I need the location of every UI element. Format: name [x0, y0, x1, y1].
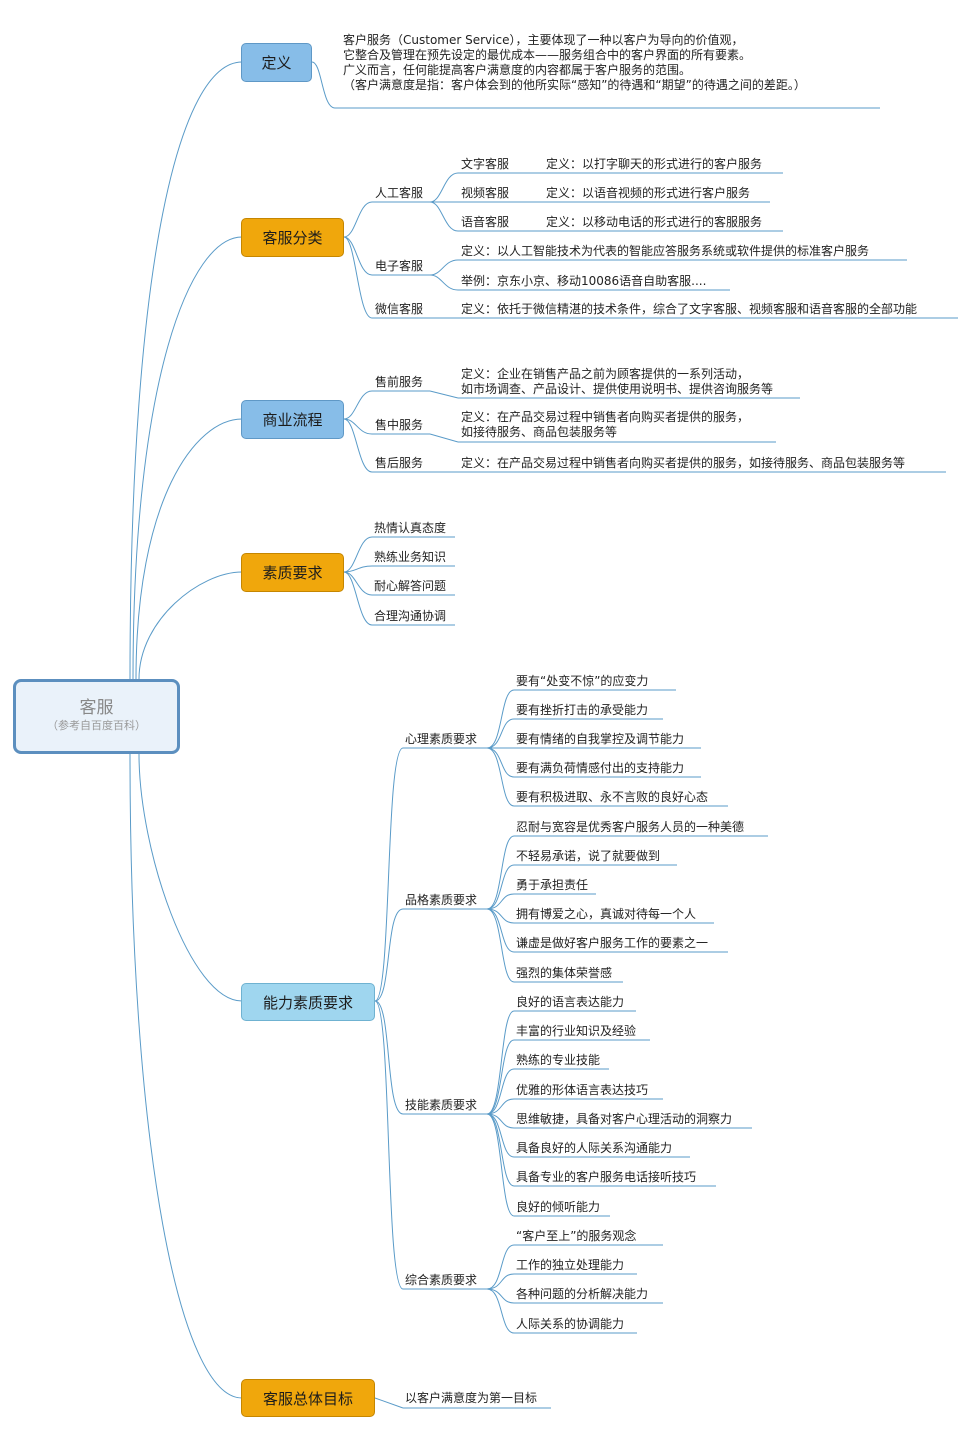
- character-item[interactable]: 忍耐与宽容是优秀客户服务人员的一种美德: [516, 820, 745, 834]
- voice-service-node[interactable]: 语音客服: [461, 215, 510, 229]
- skill-item[interactable]: 具备良好的人际关系沟通能力: [516, 1141, 673, 1155]
- definition-text: 客户服务（Customer Service），主要体现了一种以客户为导向的价值观…: [343, 33, 806, 93]
- manual-service-node[interactable]: 人工客服: [375, 186, 424, 200]
- text-service-definition: 定义：以打字聊天的形式进行的客户服务: [546, 157, 763, 171]
- topic-categories[interactable]: 客服分类: [241, 218, 344, 257]
- skill-node[interactable]: 技能素质要求: [405, 1098, 478, 1112]
- aftersale-node[interactable]: 售后服务: [375, 456, 424, 470]
- comprehensive-item[interactable]: “客户至上”的服务观念: [516, 1229, 637, 1243]
- wechat-service-definition: 定义：依托于微信精湛的技术条件，综合了文字客服、视频客服和语音客服的全部功能: [461, 302, 918, 316]
- wechat-service-node[interactable]: 微信客服: [375, 302, 424, 316]
- topic-ability[interactable]: 能力素质要求: [241, 983, 375, 1021]
- quality-item[interactable]: 合理沟通协调: [374, 609, 447, 623]
- character-item[interactable]: 强烈的集体荣誉感: [516, 966, 613, 980]
- psychological-item[interactable]: 要有情绪的自我掌控及调节能力: [516, 732, 685, 746]
- quality-item[interactable]: 熟练业务知识: [374, 550, 447, 564]
- skill-item[interactable]: 具备专业的客户服务电话接听技巧: [516, 1170, 697, 1184]
- topic-quality-label: 素质要求: [262, 564, 323, 582]
- character-node[interactable]: 品格素质要求: [405, 893, 478, 907]
- topic-goal-label: 客服总体目标: [262, 1389, 353, 1408]
- definition-line: 它整合及管理在预先设定的最优成本——服务组合中的客户界面的所有要素。: [343, 48, 752, 62]
- character-item[interactable]: 勇于承担责任: [516, 878, 589, 892]
- midsale-definition: 定义：在产品交易过程中销售者向购买者提供的服务， 如接待服务、商品包装服务等: [461, 410, 749, 440]
- definition-line: 客户服务（Customer Service），主要体现了一种以客户为导向的价值观…: [343, 33, 744, 47]
- root-title: 客服: [79, 698, 114, 718]
- topic-definition-label: 定义: [261, 54, 292, 72]
- psychological-node[interactable]: 心理素质要求: [405, 732, 478, 746]
- definition-line: （客户满意度是指：客户体会到的他所实际“感知”的待遇和“期望”的待遇之间的差距。…: [343, 78, 806, 92]
- electronic-service-definition: 定义：以人工智能技术为代表的智能应答服务系统或软件提供的标准客户服务: [461, 244, 870, 258]
- character-item[interactable]: 谦虚是做好客户服务工作的要素之一: [516, 936, 709, 950]
- psychological-item[interactable]: 要有积极进取、永不言败的良好心态: [516, 790, 709, 804]
- midsale-line: 定义：在产品交易过程中销售者向购买者提供的服务，: [461, 410, 750, 424]
- quality-item[interactable]: 热情认真态度: [374, 521, 447, 535]
- video-service-node[interactable]: 视频客服: [461, 186, 510, 200]
- skill-item[interactable]: 思维敏捷，具备对客户心理活动的洞察力: [516, 1112, 733, 1126]
- presale-node[interactable]: 售前服务: [375, 375, 424, 389]
- topic-ability-label: 能力素质要求: [262, 993, 353, 1012]
- comprehensive-item[interactable]: 人际关系的协调能力: [516, 1317, 625, 1331]
- topic-quality[interactable]: 素质要求: [241, 553, 344, 592]
- root-topic[interactable]: 客服 （参考自百度百科）: [13, 679, 180, 754]
- topic-categories-label: 客服分类: [262, 229, 323, 247]
- skill-item[interactable]: 优雅的形体语言表达技巧: [516, 1083, 649, 1097]
- topic-definition[interactable]: 定义: [241, 43, 312, 82]
- character-item[interactable]: 不轻易承诺，说了就要做到: [516, 849, 661, 863]
- electronic-service-node[interactable]: 电子客服: [375, 259, 424, 273]
- comprehensive-item[interactable]: 各种问题的分析解决能力: [516, 1287, 649, 1301]
- topic-goal[interactable]: 客服总体目标: [241, 1379, 375, 1417]
- psychological-item[interactable]: 要有“处变不惊”的应变力: [516, 674, 649, 688]
- root-subtitle: （参考自百度百科）: [47, 719, 146, 732]
- midsale-line: 如接待服务、商品包装服务等: [461, 425, 618, 439]
- electronic-service-example: 举例：京东小京、移动10086语音自助客服....: [461, 274, 707, 288]
- topic-process-label: 商业流程: [262, 411, 323, 429]
- text-service-node[interactable]: 文字客服: [461, 157, 510, 171]
- skill-item[interactable]: 丰富的行业知识及经验: [516, 1024, 637, 1038]
- presale-definition: 定义：企业在销售产品之前为顾客提供的一系列活动， 如市场调查、产品设计、提供使用…: [461, 367, 773, 397]
- psychological-item[interactable]: 要有满负荷情感付出的支持能力: [516, 761, 685, 775]
- voice-service-definition: 定义：以移动电话的形式进行的客服服务: [546, 215, 763, 229]
- aftersale-definition: 定义：在产品交易过程中销售者向购买者提供的服务，如接待服务、商品包装服务等: [461, 456, 906, 470]
- character-item[interactable]: 拥有博爱之心，真诚对待每一个人: [516, 907, 697, 921]
- topic-process[interactable]: 商业流程: [241, 400, 344, 439]
- skill-item[interactable]: 良好的倾听能力: [516, 1200, 601, 1214]
- psychological-item[interactable]: 要有挫折打击的承受能力: [516, 703, 649, 717]
- presale-line: 定义：企业在销售产品之前为顾客提供的一系列活动，: [461, 367, 750, 381]
- skill-item[interactable]: 良好的语言表达能力: [516, 995, 625, 1009]
- midsale-node[interactable]: 售中服务: [375, 418, 424, 432]
- video-service-definition: 定义：以语音视频的形式进行客户服务: [546, 186, 751, 200]
- presale-line: 如市场调查、产品设计、提供使用说明书、提供咨询服务等: [461, 382, 774, 396]
- quality-item[interactable]: 耐心解答问题: [374, 579, 447, 593]
- comprehensive-item[interactable]: 工作的独立处理能力: [516, 1258, 625, 1272]
- skill-item[interactable]: 熟练的专业技能: [516, 1053, 601, 1067]
- goal-text[interactable]: 以客户满意度为第一目标: [405, 1391, 538, 1405]
- comprehensive-node[interactable]: 综合素质要求: [405, 1273, 478, 1287]
- definition-line: 广义而言，任何能提高客户满意度的内容都属于客户服务的范围。: [343, 63, 692, 77]
